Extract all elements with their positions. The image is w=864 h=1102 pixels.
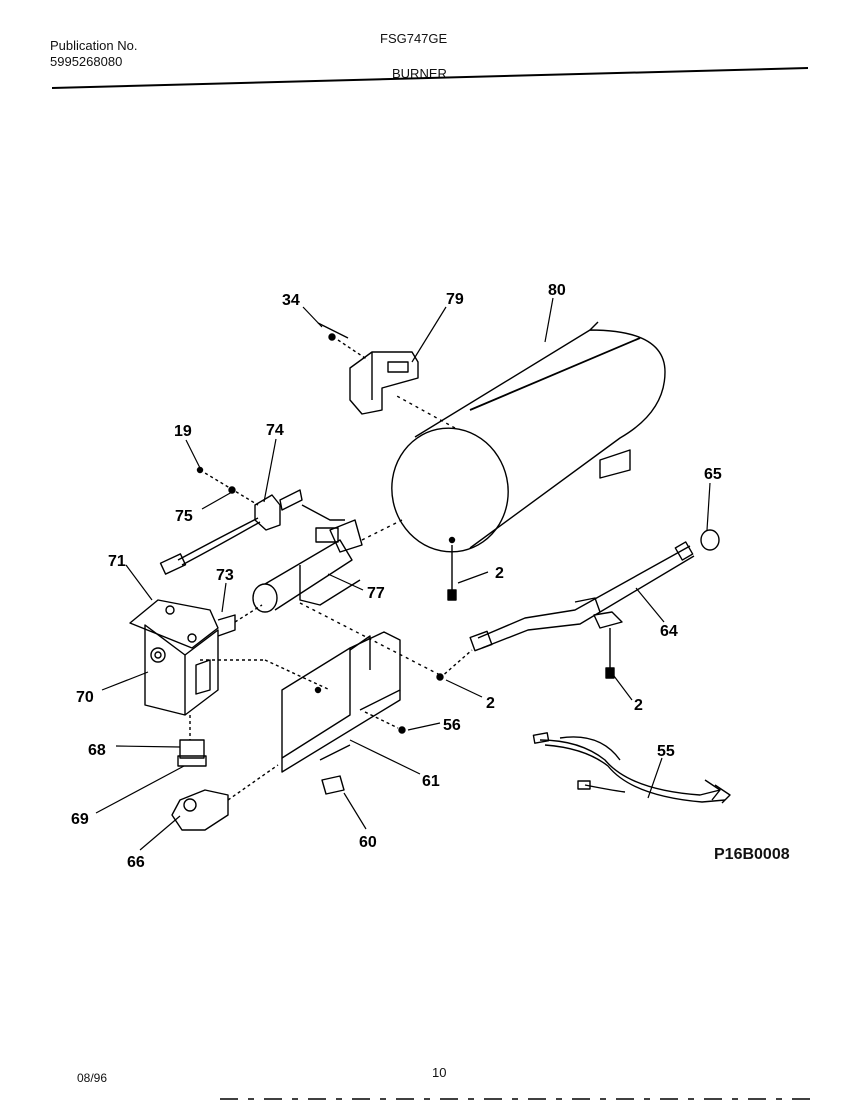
callout-69: 69 bbox=[71, 811, 89, 828]
publication-label: Publication No. bbox=[50, 38, 138, 53]
screw-34 bbox=[328, 333, 336, 341]
callout-56: 56 bbox=[443, 717, 461, 734]
model-number: FSG747GE bbox=[380, 31, 448, 46]
figure-id: P16B0008 bbox=[714, 846, 790, 863]
header-rule bbox=[52, 67, 808, 89]
callout-77: 77 bbox=[367, 585, 385, 602]
callout-74: 74 bbox=[266, 422, 284, 439]
callout-2-pipe: 2 bbox=[634, 697, 643, 714]
footer-date: 08/96 bbox=[77, 1071, 108, 1085]
bottom-rule bbox=[220, 1098, 820, 1100]
callout-19: 19 bbox=[174, 423, 192, 440]
callout-65: 65 bbox=[704, 466, 722, 483]
valve-fitting bbox=[177, 715, 207, 767]
callout-75: 75 bbox=[175, 508, 193, 525]
pipe-cap bbox=[700, 529, 720, 551]
publication-number: 5995268080 bbox=[50, 54, 123, 69]
flame-sensor-bracket bbox=[349, 351, 419, 415]
screw-34-leader bbox=[317, 322, 349, 339]
callout-71: 71 bbox=[108, 553, 126, 570]
callout-70: 70 bbox=[76, 689, 94, 706]
callout-55: 55 bbox=[657, 743, 675, 760]
callout-64: 64 bbox=[660, 623, 678, 640]
clip bbox=[321, 775, 345, 795]
callout-2-drum: 2 bbox=[495, 565, 504, 582]
wire-harness bbox=[532, 732, 731, 804]
burner-bracket bbox=[281, 631, 401, 773]
callout-2-bracket: 2 bbox=[486, 695, 495, 712]
page-number: 10 bbox=[432, 1065, 447, 1080]
igniter bbox=[159, 466, 345, 575]
callout-66: 66 bbox=[127, 854, 145, 871]
gas-elbow bbox=[171, 764, 279, 831]
callout-80: 80 bbox=[548, 282, 566, 299]
gas-valve bbox=[129, 599, 331, 716]
burner-tube bbox=[252, 519, 441, 676]
screw-56 bbox=[398, 726, 406, 734]
callout-73: 73 bbox=[216, 567, 234, 584]
callout-34: 34 bbox=[282, 292, 300, 309]
burner-drum bbox=[391, 321, 666, 601]
callout-61: 61 bbox=[422, 773, 440, 790]
callout-60: 60 bbox=[359, 834, 377, 851]
callout-68: 68 bbox=[88, 742, 106, 759]
callout-79: 79 bbox=[446, 291, 464, 308]
